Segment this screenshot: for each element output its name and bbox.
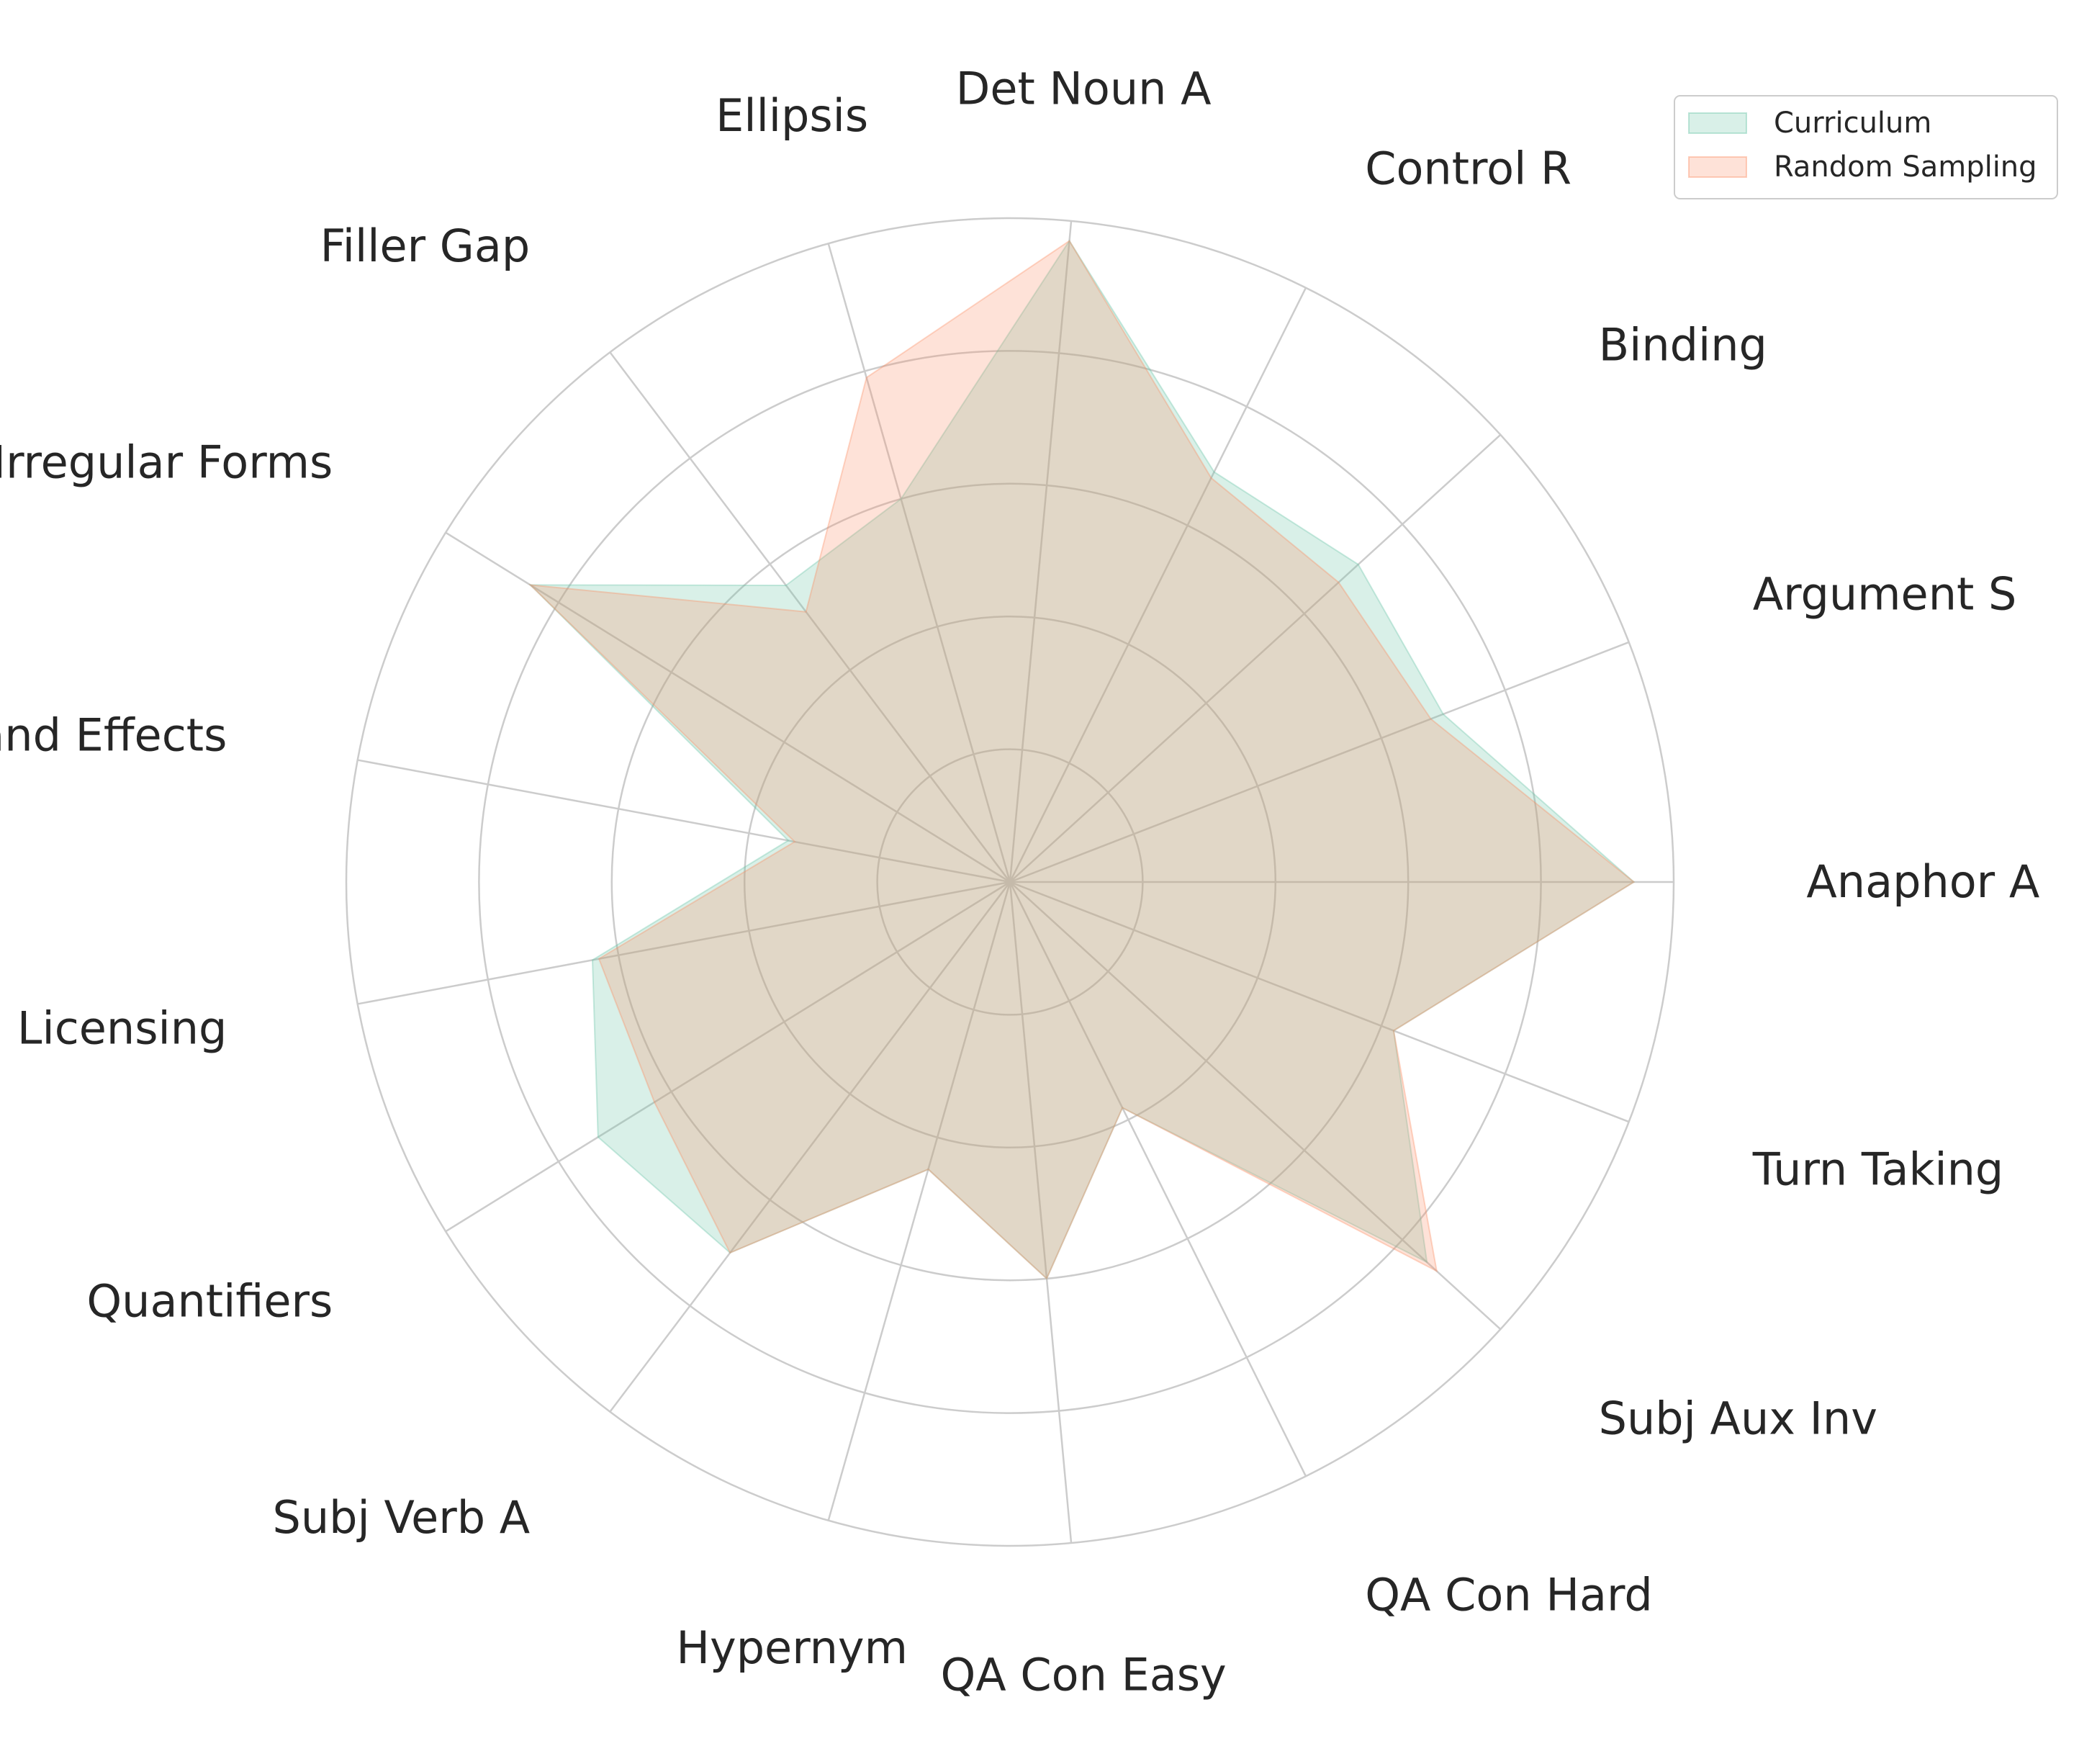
- category-label: Subj Verb A: [273, 1491, 531, 1544]
- category-label: Npi Licensing: [0, 1002, 227, 1054]
- spoke-14: [1009, 881, 1073, 1544]
- spoke-8: [445, 531, 1011, 883]
- legend-label-random-sampling: Random Sampling: [1774, 150, 2037, 184]
- category-label: Ellipsis: [716, 89, 868, 142]
- legend-swatch-curriculum: [1688, 112, 1747, 134]
- category-label: Anaphor A: [1806, 855, 2039, 908]
- series-area-curriculum: [528, 239, 1636, 1280]
- spoke-10: [357, 881, 1011, 1005]
- category-label: Island Effects: [0, 709, 227, 762]
- category-label: QA Con Hard: [1365, 1568, 1653, 1621]
- category-label: Argument S: [1753, 567, 2017, 620]
- category-label: Det Noun A: [956, 62, 1212, 114]
- spoke-7: [609, 351, 1011, 883]
- legend-label-curriculum: Curriculum: [1774, 107, 1931, 140]
- spoke-2: [1009, 641, 1630, 883]
- category-label: Quantifiers: [86, 1274, 333, 1327]
- radar-grid: [345, 217, 1675, 1547]
- spoke-12: [609, 881, 1011, 1413]
- spoke-6: [827, 243, 1011, 883]
- spoke-13: [827, 881, 1011, 1521]
- category-label: QA Con Easy: [940, 1649, 1226, 1701]
- spoke-17: [1009, 881, 1630, 1123]
- legend-frame: [1674, 95, 2058, 199]
- category-label: Control R: [1365, 143, 1571, 195]
- radar-series: [528, 239, 1636, 1280]
- spoke-5: [1009, 220, 1073, 883]
- category-label: Subj Aux Inv: [1599, 1392, 1877, 1444]
- spoke-4: [1009, 287, 1307, 883]
- category-label: Irregular Forms: [0, 436, 333, 489]
- spoke-11: [445, 881, 1011, 1233]
- spoke-15: [1009, 881, 1307, 1477]
- category-label: Hypernym: [676, 1621, 908, 1674]
- legend-swatch-random-sampling: [1688, 156, 1747, 178]
- legend: Curriculum Random Sampling: [1674, 95, 2058, 199]
- spoke-3: [1009, 433, 1502, 883]
- series-area-random-sampling: [528, 240, 1636, 1280]
- category-label: Filler Gap: [320, 220, 531, 272]
- category-label: Turn Taking: [1752, 1143, 2004, 1196]
- category-label: Binding: [1599, 319, 1767, 372]
- spoke-16: [1009, 881, 1502, 1331]
- spoke-9: [357, 759, 1011, 883]
- category-labels: Anaphor A Argument S Binding Control R Det N…: [0, 62, 2039, 1701]
